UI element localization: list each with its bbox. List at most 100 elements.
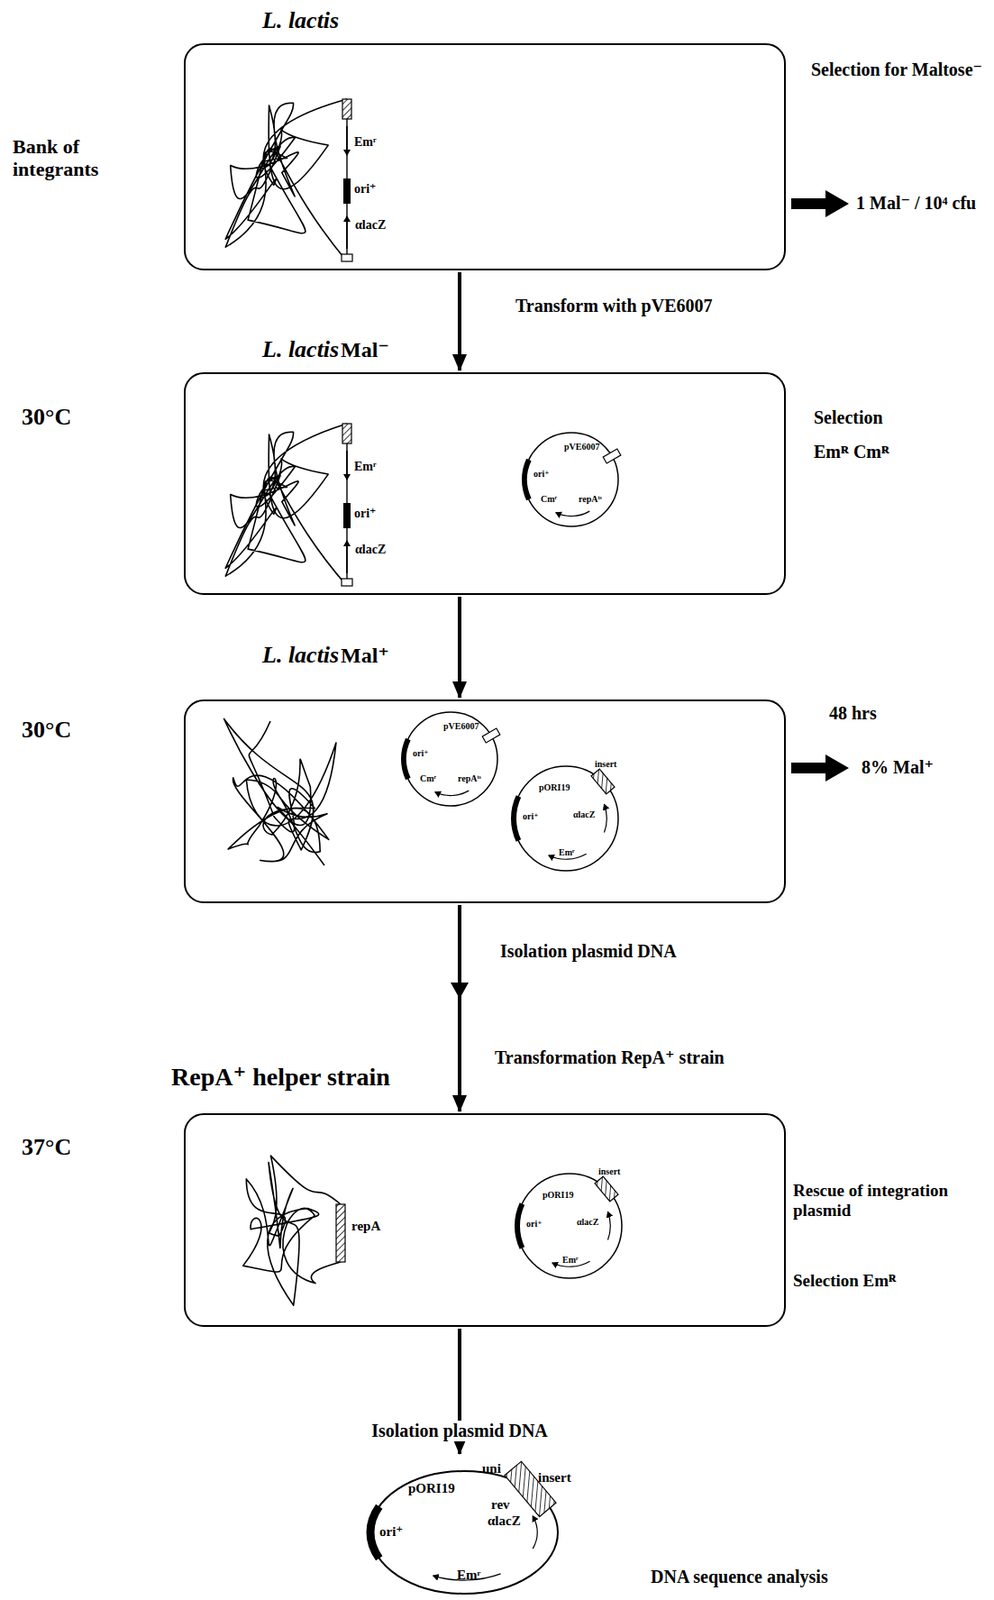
plasmid: pORI19 insert ori⁺ αlacZ Emʳ bbox=[508, 1164, 635, 1291]
plasmid-drawing bbox=[394, 702, 507, 815]
note-label: ori⁺ bbox=[354, 182, 377, 197]
note-label: Selection for Maltose⁻ bbox=[806, 59, 987, 81]
plasmid-label: rev bbox=[491, 1496, 511, 1513]
result-arrow bbox=[791, 754, 849, 782]
ori-segment bbox=[524, 459, 529, 500]
plasmid-label: uni bbox=[482, 1460, 502, 1477]
plasmid-label: pORI19 bbox=[408, 1480, 456, 1496]
lacz-arrow bbox=[532, 1515, 538, 1549]
plasmid-label: αlacZ bbox=[487, 1513, 521, 1529]
chromosome bbox=[243, 1155, 341, 1305]
ori-segment bbox=[513, 795, 519, 840]
em-arrow bbox=[346, 126, 348, 156]
note-label: repA bbox=[351, 1218, 381, 1234]
flank-fragment bbox=[341, 578, 353, 586]
box-heading: L. lactis bbox=[262, 336, 339, 364]
em-arrow bbox=[346, 450, 348, 480]
note-label: DNA sequence analysis bbox=[650, 1566, 829, 1587]
note-label: 37°C bbox=[21, 1133, 72, 1161]
insert-fragment bbox=[504, 1460, 557, 1516]
lacz-arrow bbox=[608, 1212, 611, 1241]
note-label: Emʳ bbox=[354, 135, 377, 150]
plasmid-label: pORI19 bbox=[542, 1189, 574, 1201]
plasmid-label: insert bbox=[598, 1166, 621, 1177]
box-heading: RepA⁺ helper strain bbox=[171, 1062, 391, 1092]
flank-fragment bbox=[342, 99, 352, 119]
box-heading: L. lactis bbox=[262, 641, 339, 669]
plasmid-label: ori⁺ bbox=[526, 1218, 543, 1230]
plasmid-label: insert bbox=[538, 1469, 572, 1486]
repA-gene bbox=[482, 728, 501, 743]
note-label: Bank of integrants bbox=[12, 135, 121, 182]
edge-label: Transformation RepA⁺ strain bbox=[494, 1047, 725, 1068]
ori-segment bbox=[343, 502, 351, 529]
box-heading: Mal⁻ bbox=[340, 337, 390, 364]
chromosome bbox=[225, 423, 347, 586]
plasmid-label: Cmʳ bbox=[540, 493, 557, 505]
plasmid: pORI19insertori⁺αlacZEmʳ bbox=[504, 756, 631, 884]
plasmid-label: pVE6007 bbox=[443, 720, 479, 732]
cell-box: RepA⁺ helper strainpORI19insertori⁺αlacZ… bbox=[183, 1112, 786, 1327]
ori-segment bbox=[343, 178, 351, 204]
plasmid-label: Emʳ bbox=[456, 1567, 481, 1583]
note-label: Emᴿ Cmᴿ bbox=[813, 441, 890, 463]
flow-arrow bbox=[457, 904, 462, 1112]
plasmid-label: repAᵗˢ bbox=[578, 493, 602, 505]
plasmid-label: αlacZ bbox=[573, 809, 595, 821]
repA-gene bbox=[336, 1203, 346, 1262]
plasmid-label: Cmʳ bbox=[419, 773, 437, 785]
lacz-arrow bbox=[604, 804, 608, 833]
plasmid-drawing bbox=[515, 423, 628, 536]
plasmid-label: ori⁺ bbox=[379, 1523, 403, 1540]
edge-label: Transform with pVE6007 bbox=[515, 295, 713, 317]
lacz-arrow bbox=[346, 540, 348, 574]
note-label: Selection bbox=[813, 407, 884, 429]
ori-segment bbox=[517, 1203, 522, 1248]
edge-label: Isolation plasmid DNA bbox=[367, 1420, 552, 1441]
plasmid-label: Emʳ bbox=[562, 1254, 579, 1266]
plasmid: pVE6007 ori⁺ Cmʳ repAᵗˢ bbox=[515, 423, 628, 536]
note-label: ori⁺ bbox=[354, 506, 377, 521]
note-label: Emʳ bbox=[354, 459, 377, 475]
note-label: Selection Emᴿ bbox=[793, 1270, 897, 1291]
box-heading: L. lactis bbox=[262, 7, 339, 35]
plasmid-label: pVE6007 bbox=[564, 441, 600, 453]
plasmid-circle bbox=[513, 766, 619, 871]
plasmid-circle bbox=[403, 711, 498, 806]
chromosome bbox=[225, 99, 347, 262]
ori-segment bbox=[370, 1505, 380, 1558]
plasmid: pORI19 uni insert revαlacZ ori⁺ Emʳ bbox=[355, 1455, 582, 1598]
note-label: 48 hrs bbox=[829, 702, 877, 724]
note-label: Isolation plasmid DNA bbox=[500, 940, 677, 962]
note-label: αlacZ bbox=[355, 218, 386, 233]
note-label: αlacZ bbox=[355, 542, 386, 557]
plasmid-label: αlacZ bbox=[576, 1216, 599, 1228]
plasmid-label: pORI19 bbox=[538, 782, 570, 794]
gene-arrow bbox=[435, 790, 469, 795]
note-label: Rescue of integration plasmid bbox=[793, 1180, 987, 1221]
plasmid-label: insert bbox=[594, 758, 617, 770]
flow-arrow bbox=[457, 272, 462, 371]
note-label: 8% Mal⁺ bbox=[861, 756, 934, 778]
flank-fragment bbox=[342, 423, 352, 444]
chromosome bbox=[224, 718, 337, 866]
note-label: 30°C bbox=[21, 403, 72, 431]
note-label: 1 Mal⁻ / 10⁴ cfu bbox=[856, 192, 976, 214]
ori-segment bbox=[403, 738, 409, 779]
plasmid-label: ori⁺ bbox=[412, 747, 429, 759]
insert-fragment bbox=[594, 1176, 619, 1202]
cell-box: L. lactisMal⁻pVE6007ori⁺CmʳrepAᵗˢ bbox=[183, 372, 786, 595]
box-heading: Mal⁺ bbox=[340, 643, 390, 669]
repA-gene bbox=[602, 448, 621, 464]
plasmid-label: Emʳ bbox=[558, 847, 575, 858]
plasmid-circle bbox=[524, 432, 619, 527]
flank-fragment bbox=[341, 254, 353, 262]
note-label: 30°C bbox=[21, 716, 72, 744]
plasmid-circle bbox=[517, 1173, 622, 1278]
plasmid-label: ori⁺ bbox=[533, 468, 550, 480]
cell-box: L. lactis bbox=[183, 43, 786, 271]
plasmid-label: repAᵗˢ bbox=[457, 773, 482, 785]
